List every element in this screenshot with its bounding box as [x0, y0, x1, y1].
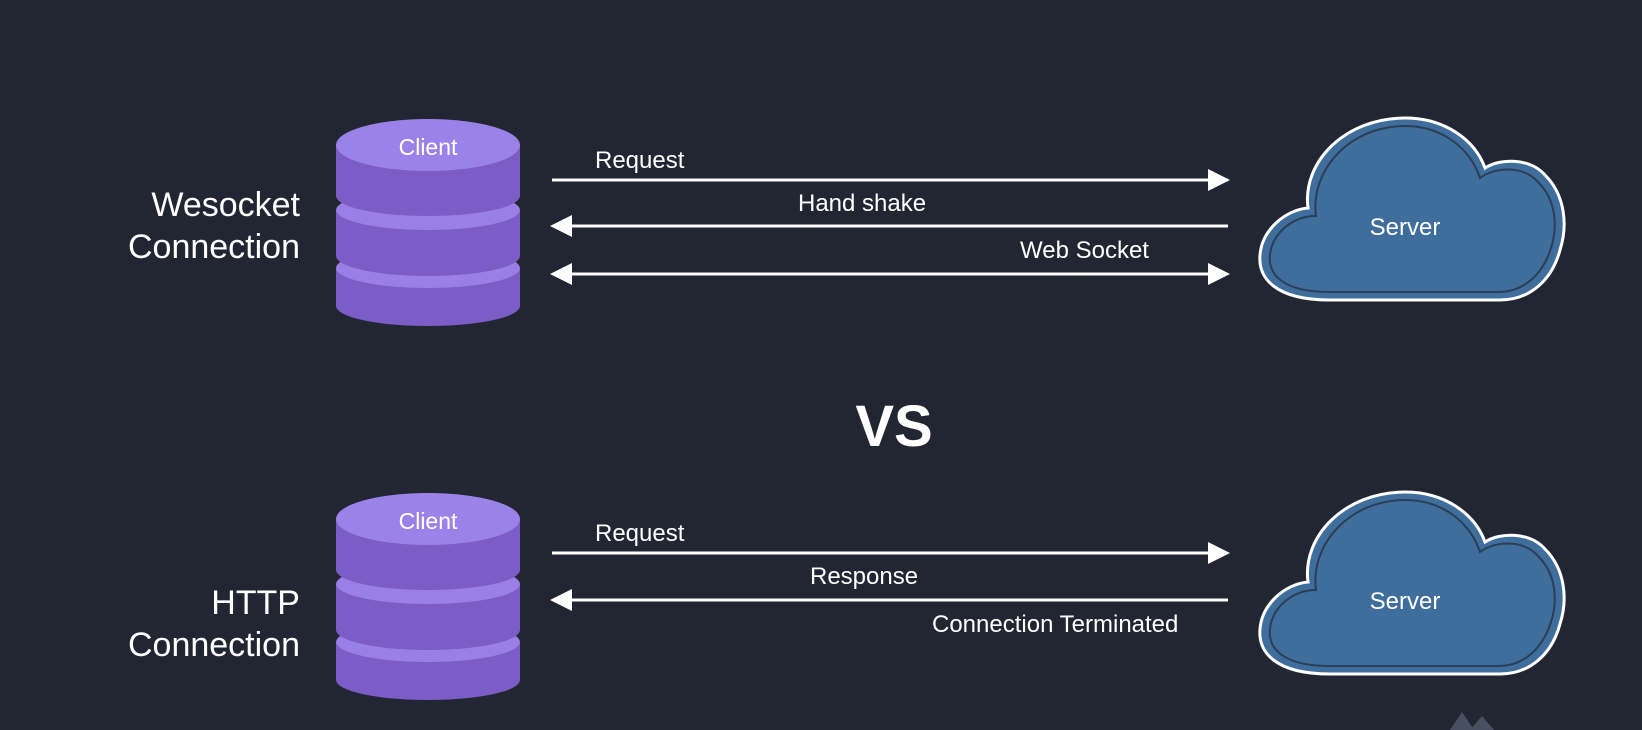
http-client-label: Client — [398, 508, 458, 534]
database-icon — [336, 493, 520, 700]
cloud-icon — [1258, 490, 1566, 676]
websocket-title: Wesocket Connection — [60, 184, 300, 268]
websocket-title-line2: Connection — [127, 228, 300, 266]
ws-websocket-label: Web Socket — [1020, 237, 1149, 264]
websocket-title-line1: Wesocket — [151, 186, 300, 224]
vs-label: VS — [855, 394, 933, 459]
websocket-client-label: Client — [398, 134, 458, 160]
ws-websocket-arrow — [550, 263, 1230, 285]
http-request-label: Request — [595, 520, 685, 547]
websocket-server-label: Server — [1369, 214, 1441, 241]
ws-request-arrow — [552, 169, 1230, 191]
database-icon — [336, 119, 520, 326]
ws-handshake-label: Hand shake — [798, 190, 927, 217]
logo-watermark-icon — [1450, 712, 1494, 730]
http-response-label: Response — [810, 563, 919, 590]
http-server-label: Server — [1369, 588, 1441, 615]
http-response-arrow — [550, 589, 1228, 611]
http-title-line1: HTTP — [211, 584, 300, 622]
http-terminated-label: Connection Terminated — [932, 611, 1179, 638]
cloud-icon — [1258, 116, 1566, 302]
http-request-arrow — [552, 542, 1230, 564]
http-title: HTTP Connection — [60, 582, 300, 666]
ws-handshake-arrow — [550, 215, 1228, 237]
ws-request-label: Request — [595, 147, 685, 174]
http-title-line2: Connection — [127, 626, 300, 664]
